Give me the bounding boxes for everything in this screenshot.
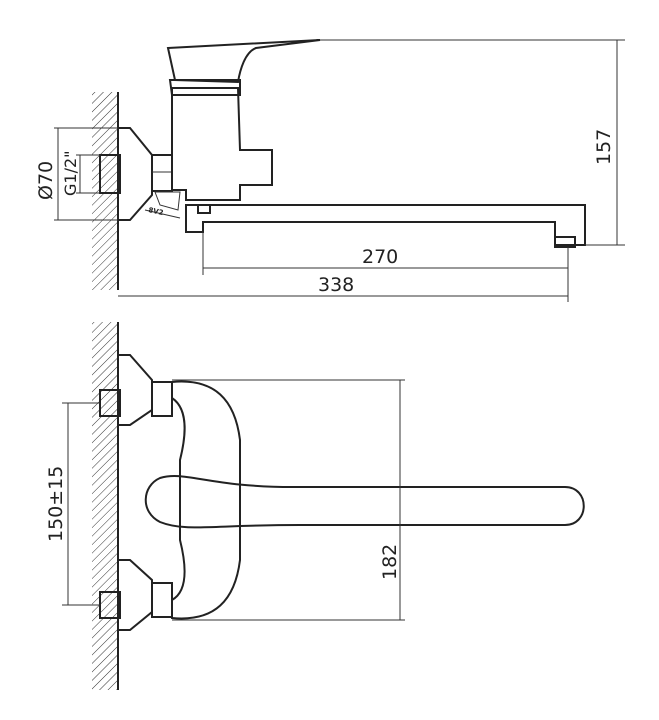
spout <box>185 204 586 246</box>
dim-total-338: 338 <box>318 274 354 296</box>
wrench-size-label: 8V2 <box>148 206 165 217</box>
front-view: 182 150±15 <box>45 322 585 690</box>
escutcheon <box>117 127 153 221</box>
nut <box>151 154 173 192</box>
dim-diameter-70: Ø70 <box>35 161 57 200</box>
dim-centers: 150±15 <box>45 466 67 542</box>
valve-body <box>171 87 273 201</box>
top-view: 8V2 157 270 338 Ø70 G1/2" <box>35 39 625 302</box>
lever-handle <box>166 39 321 84</box>
lever-handle <box>144 474 585 529</box>
dim-spout-270: 270 <box>362 246 398 268</box>
wall-hatch <box>92 322 118 690</box>
wall-hatch <box>92 92 118 290</box>
dim-height-182: 182 <box>379 544 401 580</box>
dim-thread: G1/2" <box>61 150 80 196</box>
dim-height-157: 157 <box>593 129 615 165</box>
valve-body <box>171 380 241 620</box>
